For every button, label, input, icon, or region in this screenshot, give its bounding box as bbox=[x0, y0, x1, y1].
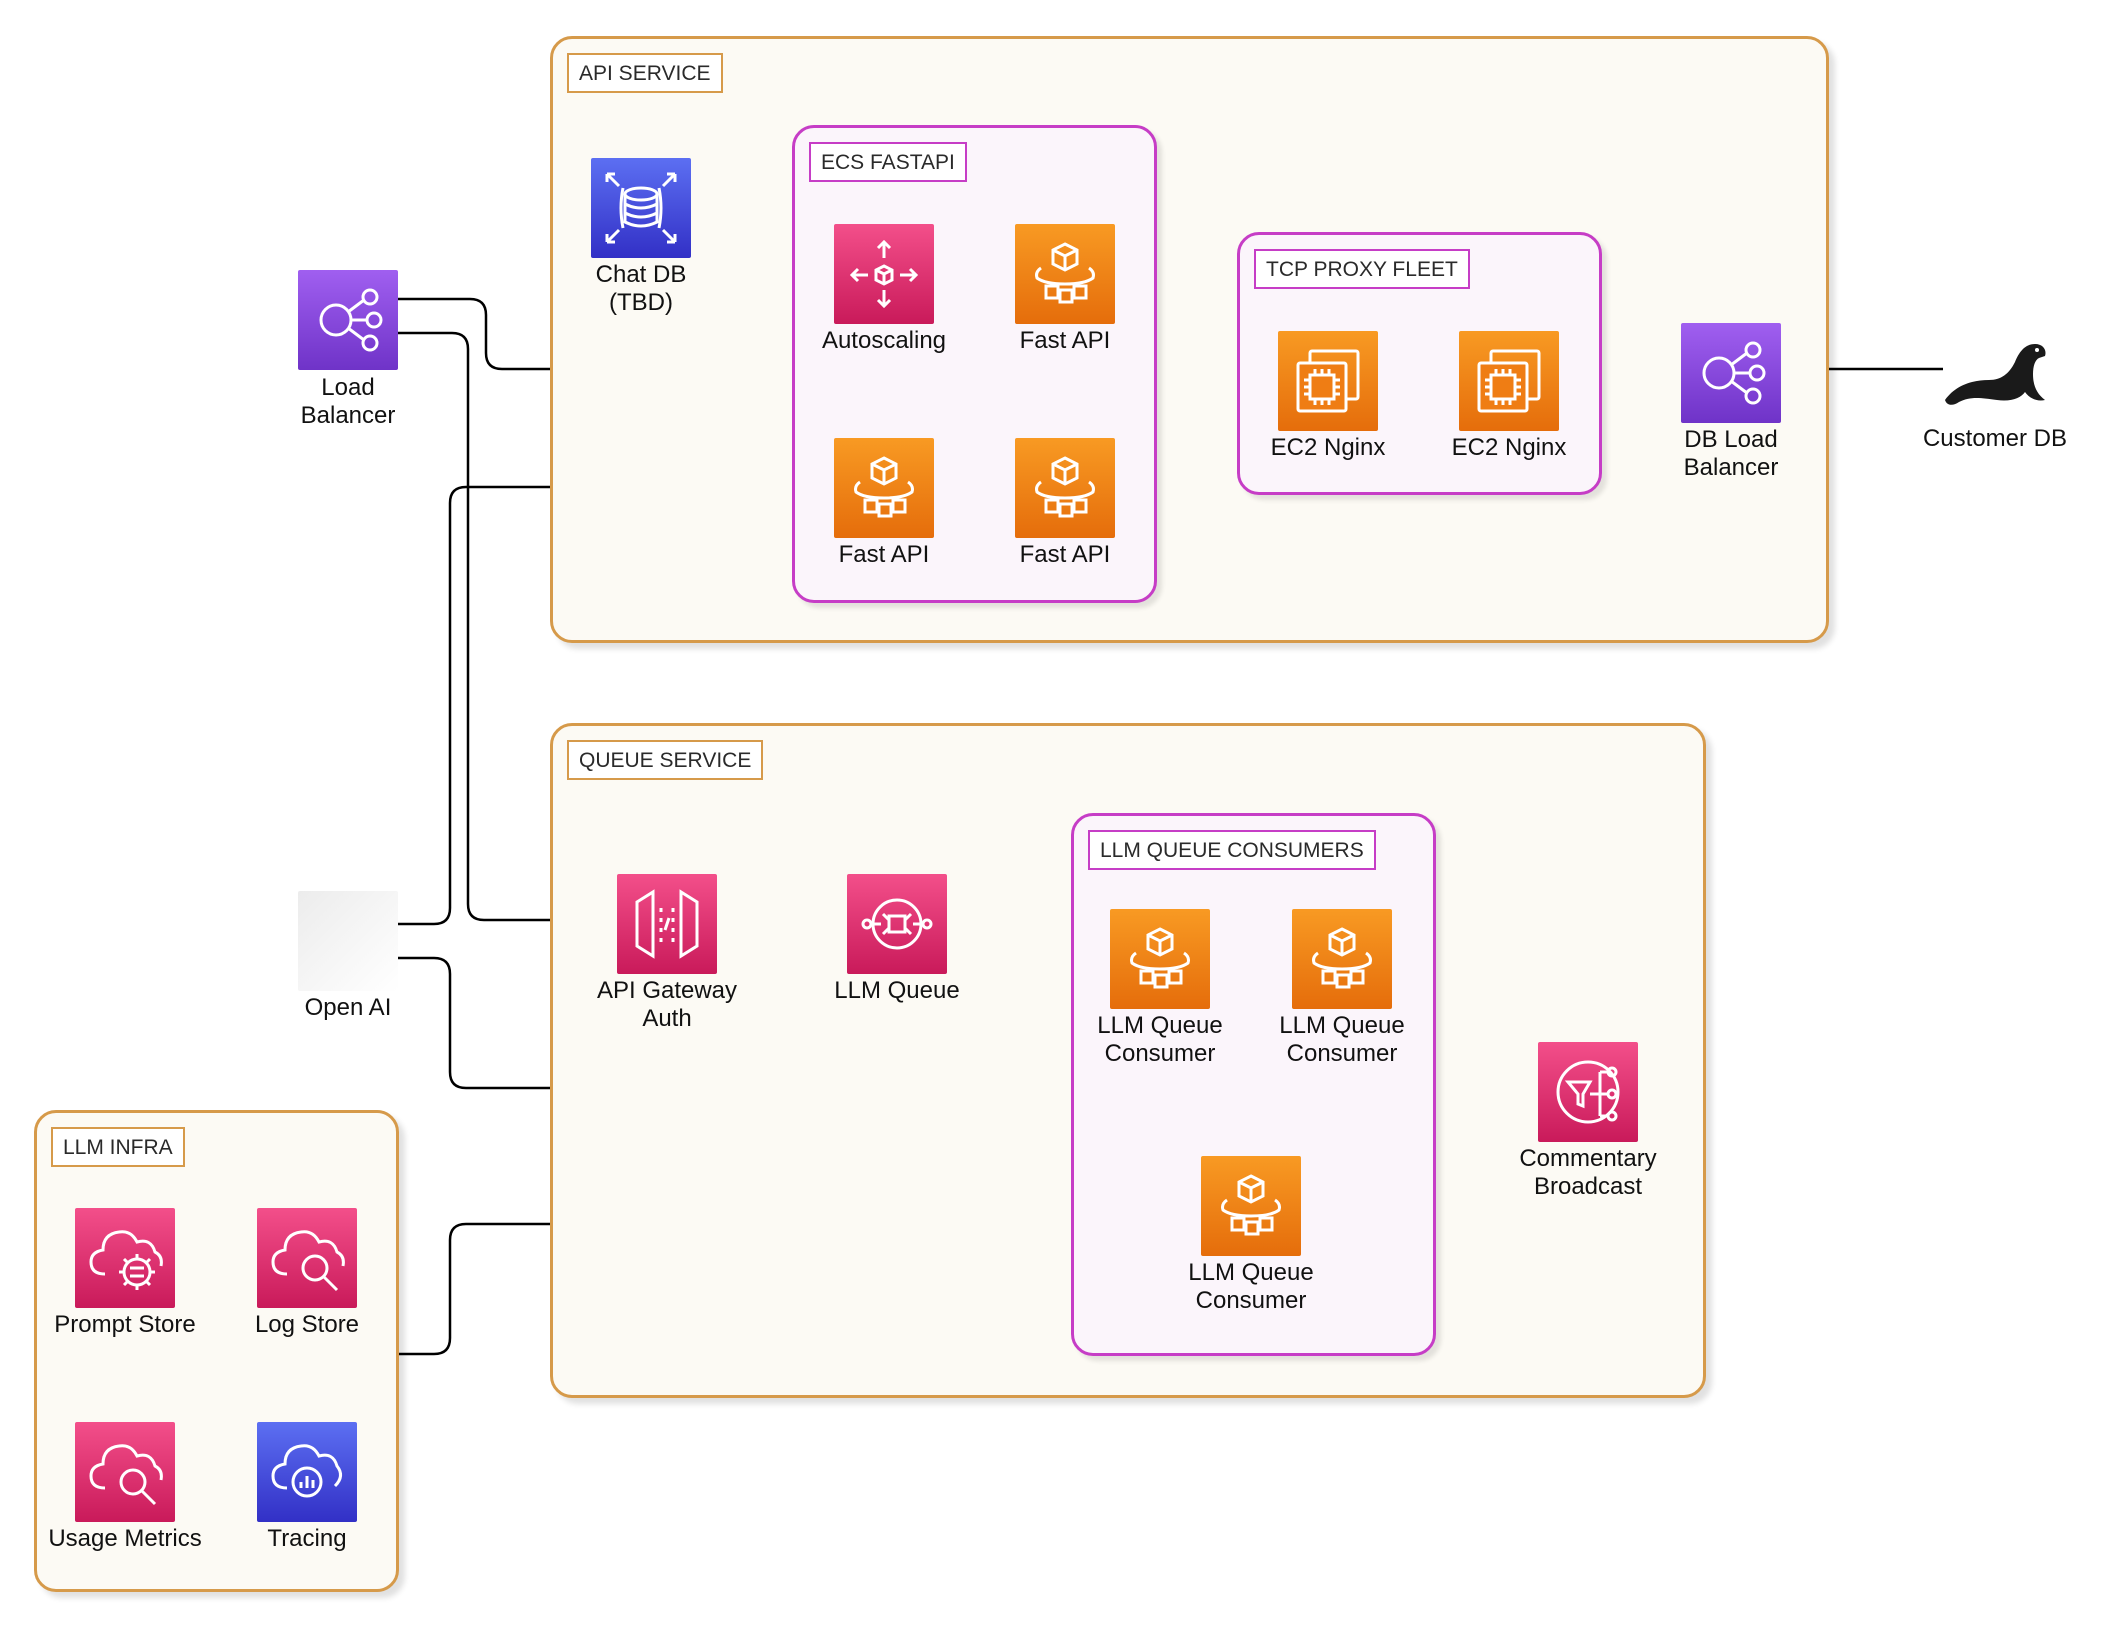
fast-api-label-1: Fast API bbox=[1019, 327, 1111, 354]
log-store-label: Log Store bbox=[254, 1311, 360, 1338]
llm-queue-consumers-label: LLM QUEUE CONSUMERS bbox=[1088, 830, 1376, 870]
fast-api-label-3: Fast API bbox=[1019, 541, 1111, 568]
ec2-nginx-label-1: EC2 Nginx bbox=[1270, 434, 1386, 461]
sea-lion-icon bbox=[1945, 344, 2046, 405]
ec2-chip-icon bbox=[1278, 331, 1378, 431]
ec2-chip-icon bbox=[1459, 331, 1559, 431]
container-cubes-icon bbox=[1015, 438, 1115, 538]
edge-loadbalancer-apigateway bbox=[398, 331, 617, 920]
api-gateway-auth-label: API Gateway Auth bbox=[596, 977, 738, 1032]
api-service-group: API SERVICE bbox=[550, 36, 1829, 643]
llm-queue-consumer-label-3: LLM Queue Consumer bbox=[1188, 1259, 1314, 1314]
llm-queue-label: LLM Queue bbox=[834, 977, 960, 1004]
edge-ecs-openai bbox=[398, 485, 792, 926]
usage-metrics-label: Usage Metrics bbox=[48, 1525, 202, 1552]
container-cubes-icon bbox=[1201, 1156, 1301, 1256]
prompt-store-label: Prompt Store bbox=[54, 1311, 196, 1338]
ec2-nginx-label-2: EC2 Nginx bbox=[1451, 434, 1567, 461]
tracing-label: Tracing bbox=[267, 1525, 347, 1552]
container-cubes-icon bbox=[834, 438, 934, 538]
cloud-search-icon bbox=[75, 1422, 175, 1522]
load-balancer-icon bbox=[1681, 323, 1781, 423]
container-cubes-icon bbox=[1015, 224, 1115, 324]
queue-icon bbox=[847, 874, 947, 974]
load-balancer-icon bbox=[298, 270, 398, 370]
autoscaling-label: Autoscaling bbox=[821, 327, 947, 354]
customer-db-label: Customer DB bbox=[1922, 425, 2068, 452]
db-load-balancer-label: DB Load Balancer bbox=[1683, 426, 1779, 481]
container-cubes-icon bbox=[1110, 909, 1210, 1009]
chat-db-label: Chat DB (TBD) bbox=[595, 261, 687, 316]
edge-llminfra-consumers bbox=[398, 1222, 1071, 1356]
open-ai-label: Open AI bbox=[304, 994, 392, 1021]
autoscaling-icon bbox=[834, 224, 934, 324]
llm-queue-consumer-label-1: LLM Queue Consumer bbox=[1097, 1012, 1223, 1067]
broadcast-icon bbox=[1538, 1042, 1638, 1142]
tcp-proxy-fleet-label: TCP PROXY FLEET bbox=[1254, 249, 1470, 289]
container-cubes-icon bbox=[1292, 909, 1392, 1009]
ecs-fastapi-label: ECS FASTAPI bbox=[809, 142, 967, 182]
edge-openai-consumers bbox=[398, 956, 1071, 1090]
database-icon bbox=[591, 158, 691, 258]
llm-queue-consumers-group: LLM QUEUE CONSUMERS bbox=[1071, 813, 1436, 1356]
cloud-chart-icon bbox=[257, 1422, 357, 1522]
llm-queue-consumer-label-2: LLM Queue Consumer bbox=[1279, 1012, 1405, 1067]
cloud-search-icon bbox=[257, 1208, 357, 1308]
open-ai-icon bbox=[298, 891, 398, 991]
llm-infra-label: LLM INFRA bbox=[51, 1127, 185, 1167]
cloud-gear-icon bbox=[75, 1208, 175, 1308]
fast-api-label-2: Fast API bbox=[838, 541, 930, 568]
api-service-label: API SERVICE bbox=[567, 53, 723, 93]
queue-service-label: QUEUE SERVICE bbox=[567, 740, 764, 780]
load-balancer-label: Load Balancer bbox=[300, 374, 396, 429]
commentary-broadcast-label: Commentary Broadcast bbox=[1519, 1145, 1657, 1200]
edge-loadbalancer-ecs bbox=[398, 297, 792, 369]
api-gateway-icon bbox=[617, 874, 717, 974]
